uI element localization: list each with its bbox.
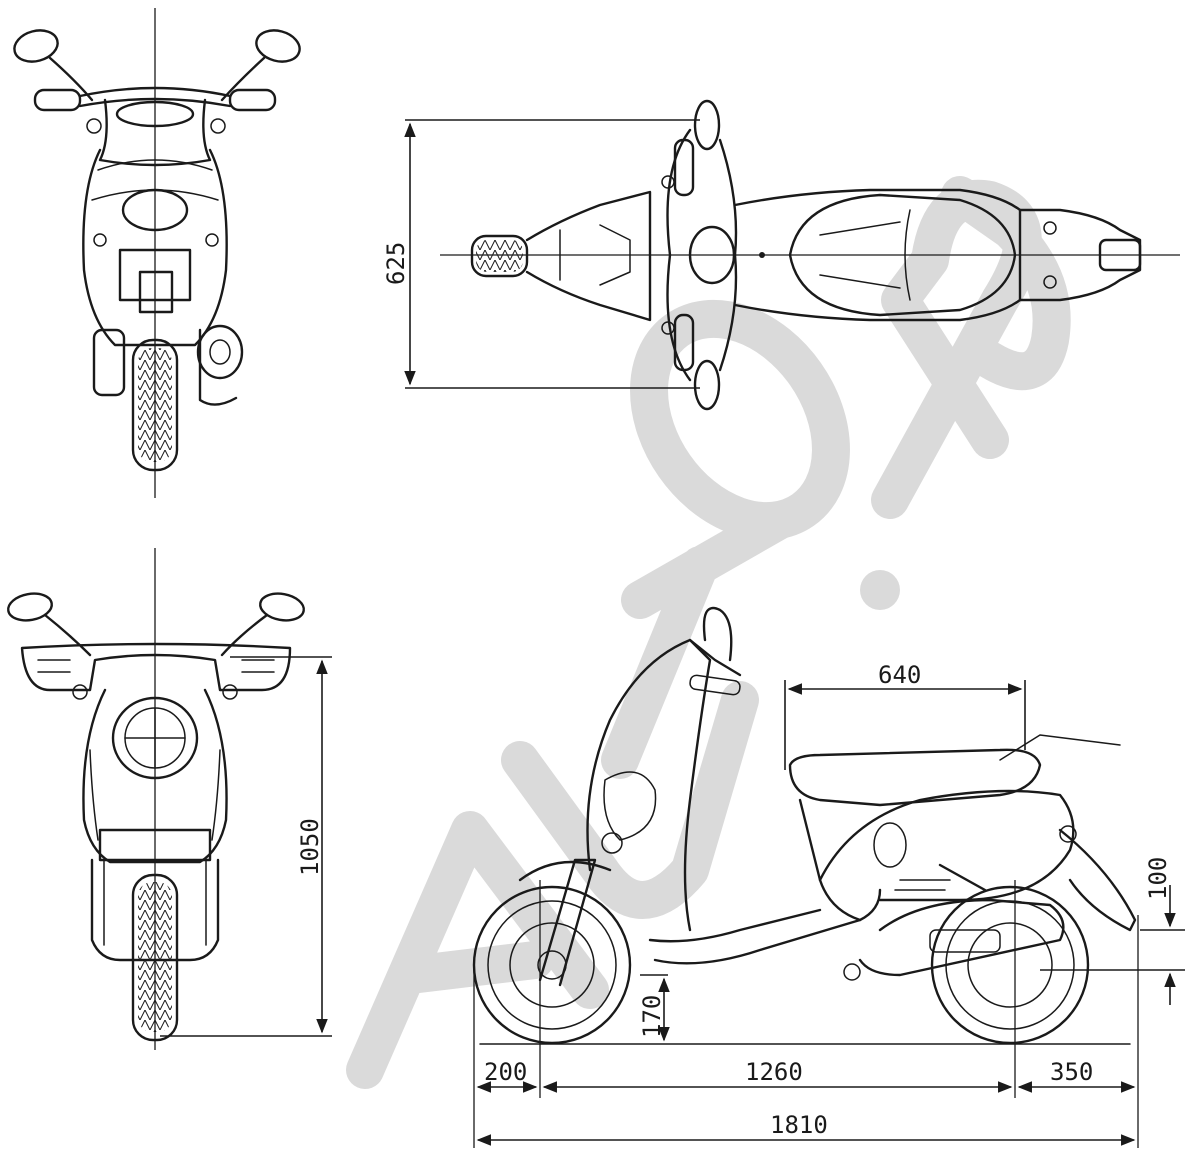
- dimension-length-label: 1810: [770, 1111, 828, 1139]
- front-view: [13, 8, 301, 498]
- dimension-rear-overhang-label: 350: [1050, 1058, 1093, 1086]
- dimension-width-label: 625: [382, 242, 410, 285]
- rear-view: 1050: [7, 548, 332, 1050]
- dimension-height-label: 1050: [296, 818, 324, 876]
- watermark: [346, 176, 1071, 1089]
- dimension-front-overhang-label: 200: [484, 1058, 527, 1086]
- dimension-offset-label: 100: [1144, 857, 1172, 900]
- side-view: 640 200 1260 350 1810 170 100: [472, 606, 1185, 1148]
- dimension-clearance-label: 170: [638, 995, 666, 1038]
- dimension-wheelbase-label: 1260: [745, 1058, 803, 1086]
- dimension-seat-label: 640: [878, 661, 921, 689]
- top-view: 625: [382, 99, 1180, 411]
